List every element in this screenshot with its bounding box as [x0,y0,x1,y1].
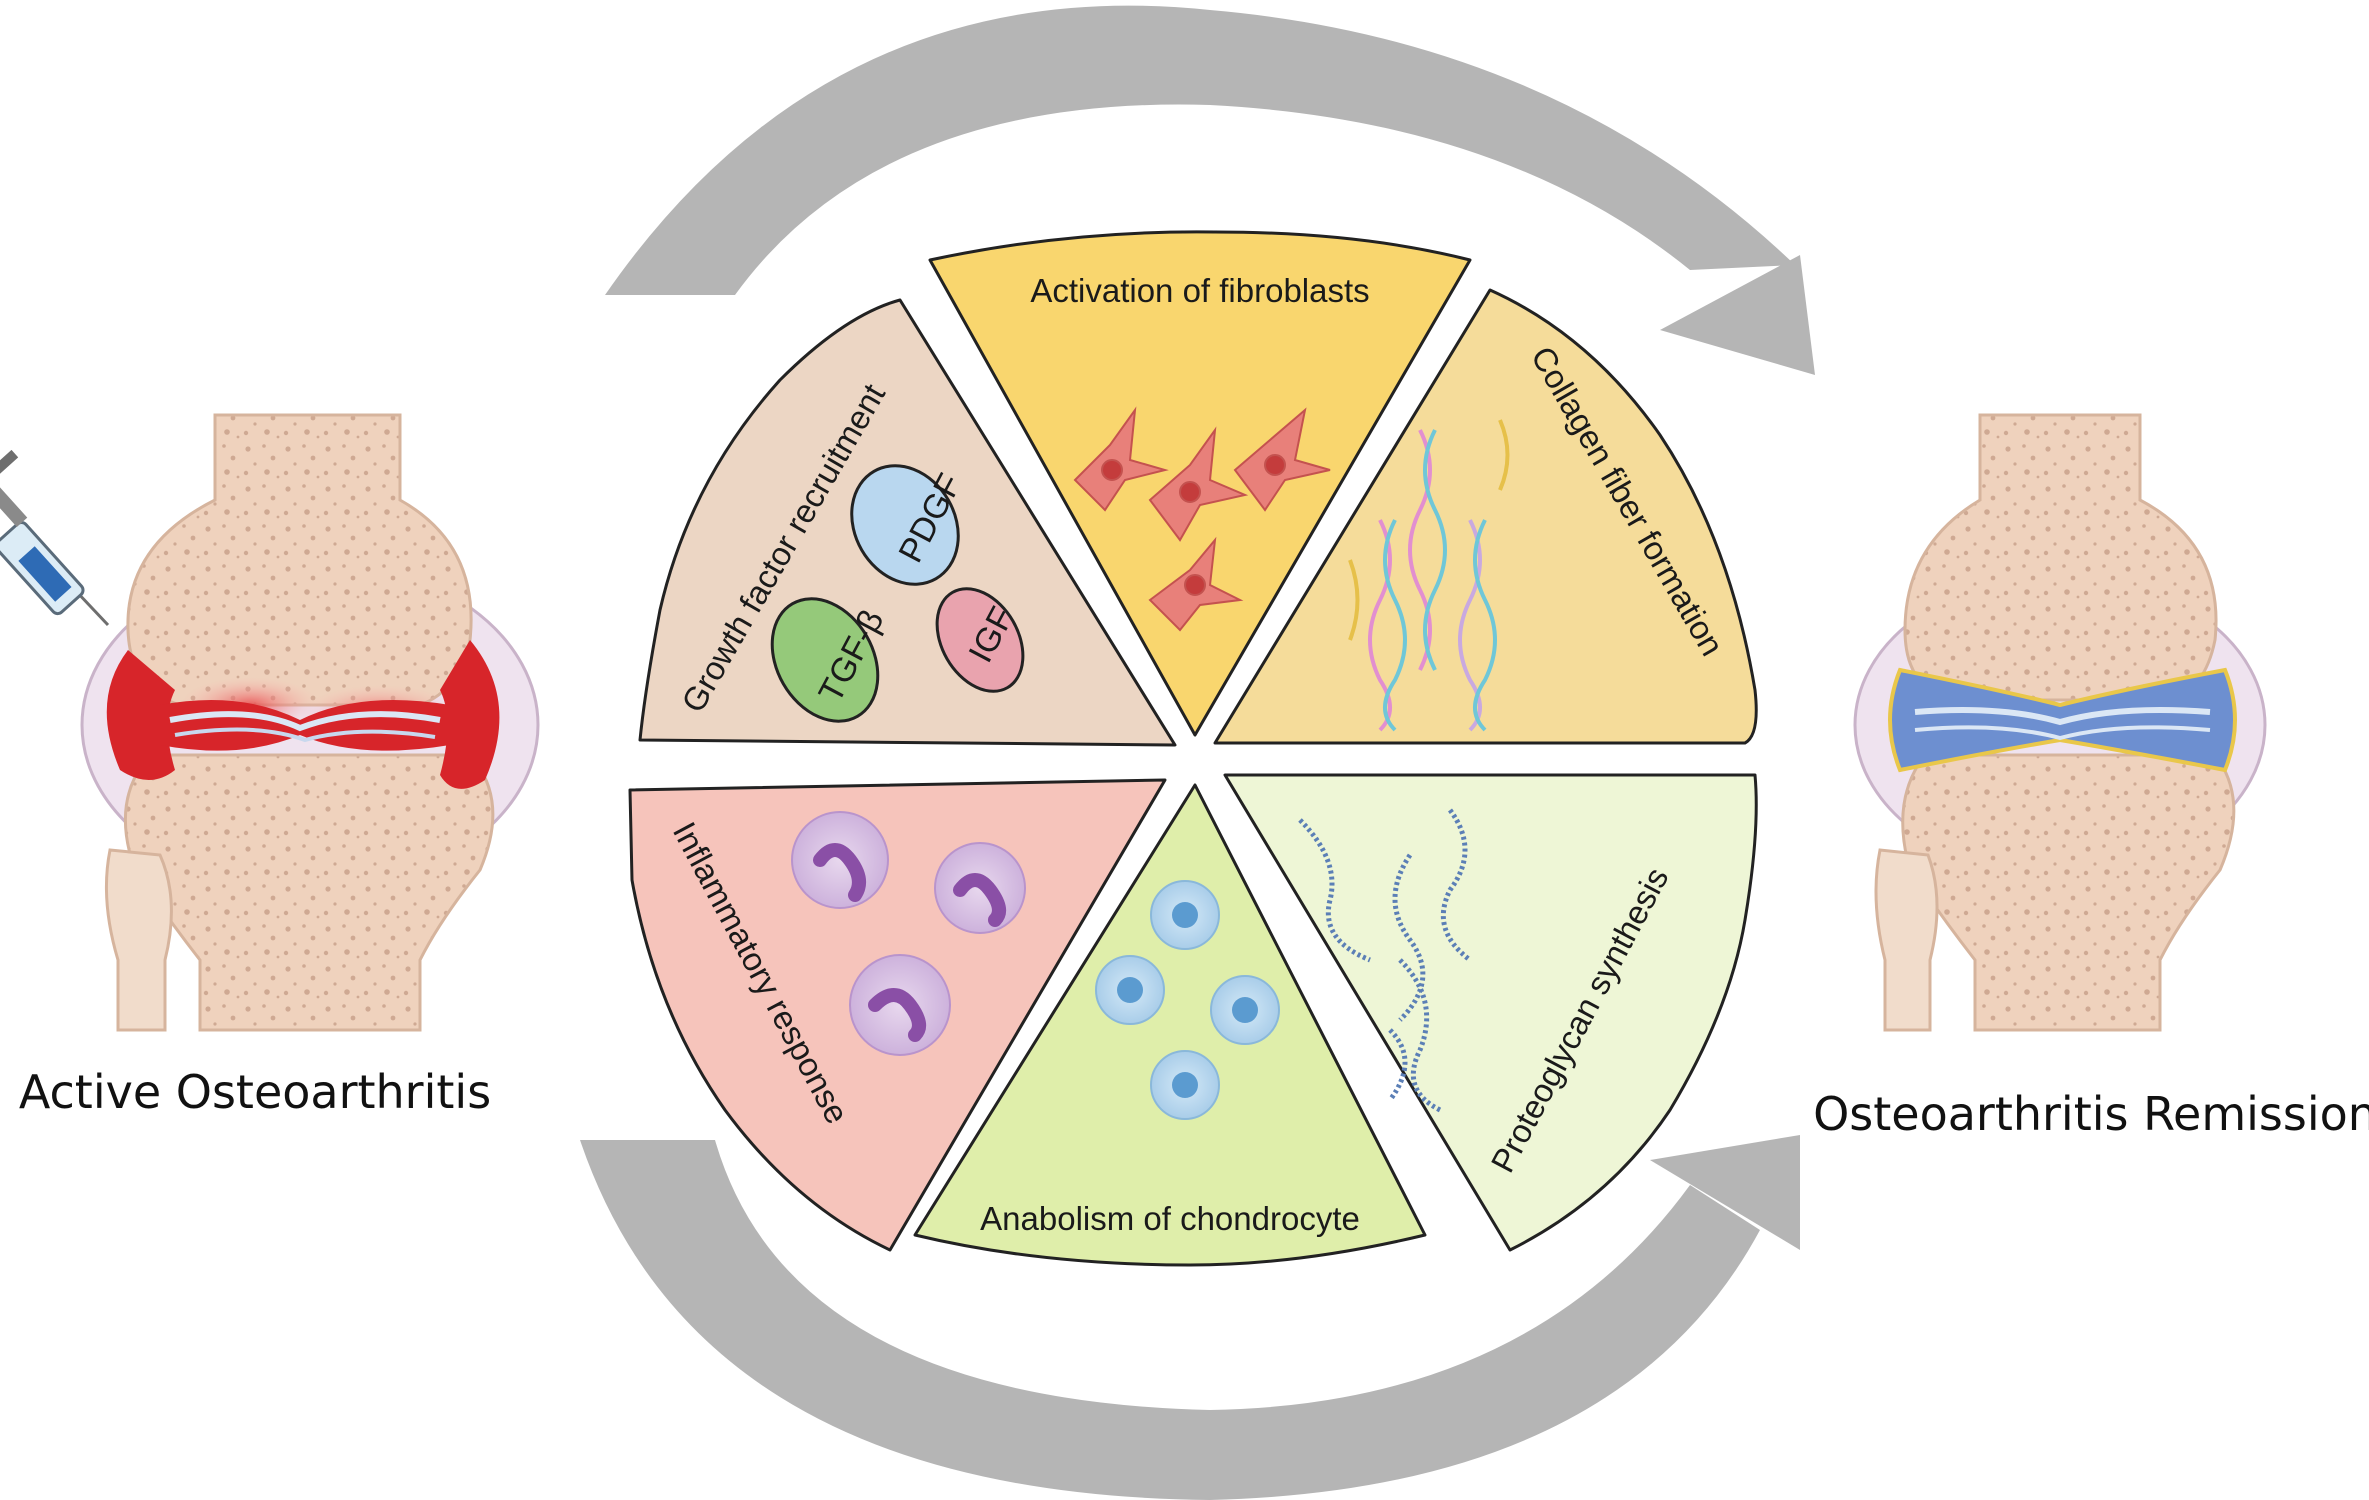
inflammatory-cells-icon [791,811,1026,1056]
active-osteoarthritis-joint [0,413,540,1032]
osteoarthritis-remission-label: Osteoarthritis Remission [1813,1087,2369,1141]
anabolism-of-chondrocyte-label: Anabolism of chondrocyte [980,1200,1360,1237]
proteoglycan-icon [1298,808,1472,1113]
activation-of-fibroblasts-label: Activation of fibroblasts [1030,272,1369,309]
segment-proteoglycan-synthesis: Proteoglycan synthesis [1223,773,1758,1252]
segment-anabolism-of-chondrocyte: Anabolism of chondrocyte [913,783,1427,1267]
fibroblast-cells-icon [1073,406,1331,632]
pdgf-badge: PDGF [850,464,969,586]
bottom-cycle-arrow [580,1135,1800,1500]
segment-growth-factor-recruitment: Growth factor recruitment PDGF TGF-β IGF [638,298,1177,747]
segment-activation-of-fibroblasts: Activation of fibroblasts [928,230,1472,737]
top-cycle-arrow [605,5,1815,375]
collagen-fiber-icon [1348,419,1510,732]
active-osteoarthritis-label: Active Osteoarthritis [19,1065,491,1119]
chondrocyte-cells-icon [1095,880,1280,1120]
osteoarthritis-remission-joint [1853,413,2267,1032]
syringe-icon [0,449,110,627]
